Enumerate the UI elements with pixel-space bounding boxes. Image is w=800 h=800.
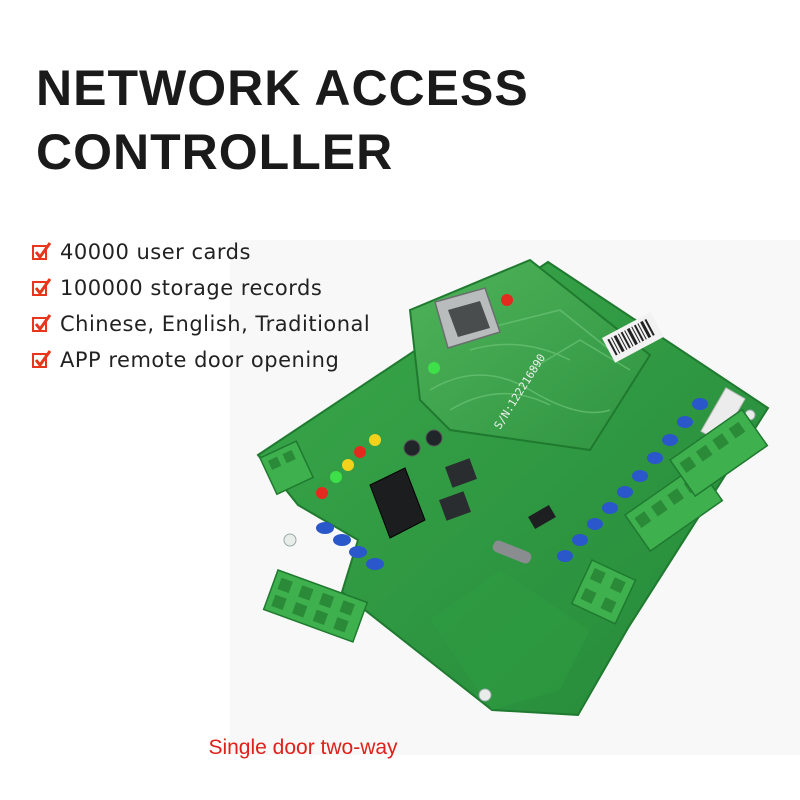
blue-capacitors: [316, 398, 708, 570]
led-red: [316, 487, 328, 499]
rj45-jack: [434, 287, 501, 349]
check-mark-icon: [32, 350, 52, 368]
check-mark-icon: [32, 278, 52, 296]
capacitor: [403, 439, 421, 457]
feature-text: APP remote door opening: [60, 348, 340, 372]
terminal-block: [262, 569, 369, 643]
pcb-traces: [429, 309, 631, 414]
barcode-label: [602, 312, 664, 363]
check-mark-icon: [32, 242, 52, 260]
terminal-block: [259, 440, 315, 496]
title-line-1: NETWORK ACCESS: [36, 60, 529, 116]
voltage-regulator: [445, 458, 477, 488]
mounting-hole: [478, 688, 492, 702]
product-caption: Single door two-way: [208, 736, 398, 759]
capacitor: [425, 429, 443, 447]
feature-list: 40000 user cards 100000 storage records …: [32, 234, 370, 378]
feature-item: 40000 user cards: [32, 234, 370, 270]
resistor: [492, 540, 532, 564]
ic-chip: [528, 504, 556, 530]
led-yellow: [342, 459, 354, 471]
feature-item: 100000 storage records: [32, 270, 370, 306]
terminal-block: [668, 408, 769, 498]
led-green: [330, 471, 342, 483]
controller-board-photo: S/N:122216890: [230, 240, 800, 755]
title-line-2: CONTROLLER: [36, 124, 394, 180]
feature-item: Chinese, English, Traditional: [32, 306, 370, 342]
mounting-hole: [283, 533, 297, 547]
feature-text: 40000 user cards: [60, 240, 251, 264]
feature-text: Chinese, English, Traditional: [60, 312, 371, 336]
page-title: NETWORK ACCESS CONTROLLER: [36, 56, 636, 184]
feature-text: 100000 storage records: [60, 276, 323, 300]
led-red: [501, 294, 513, 306]
board-bare-area: [430, 570, 590, 710]
relay: [369, 467, 426, 539]
led-green: [428, 362, 440, 374]
feature-item: APP remote door opening: [32, 342, 370, 378]
check-mark-icon: [32, 314, 52, 332]
terminal-block: [570, 559, 637, 625]
led-yellow: [369, 434, 381, 446]
voltage-regulator: [439, 491, 471, 521]
led-red: [354, 446, 366, 458]
